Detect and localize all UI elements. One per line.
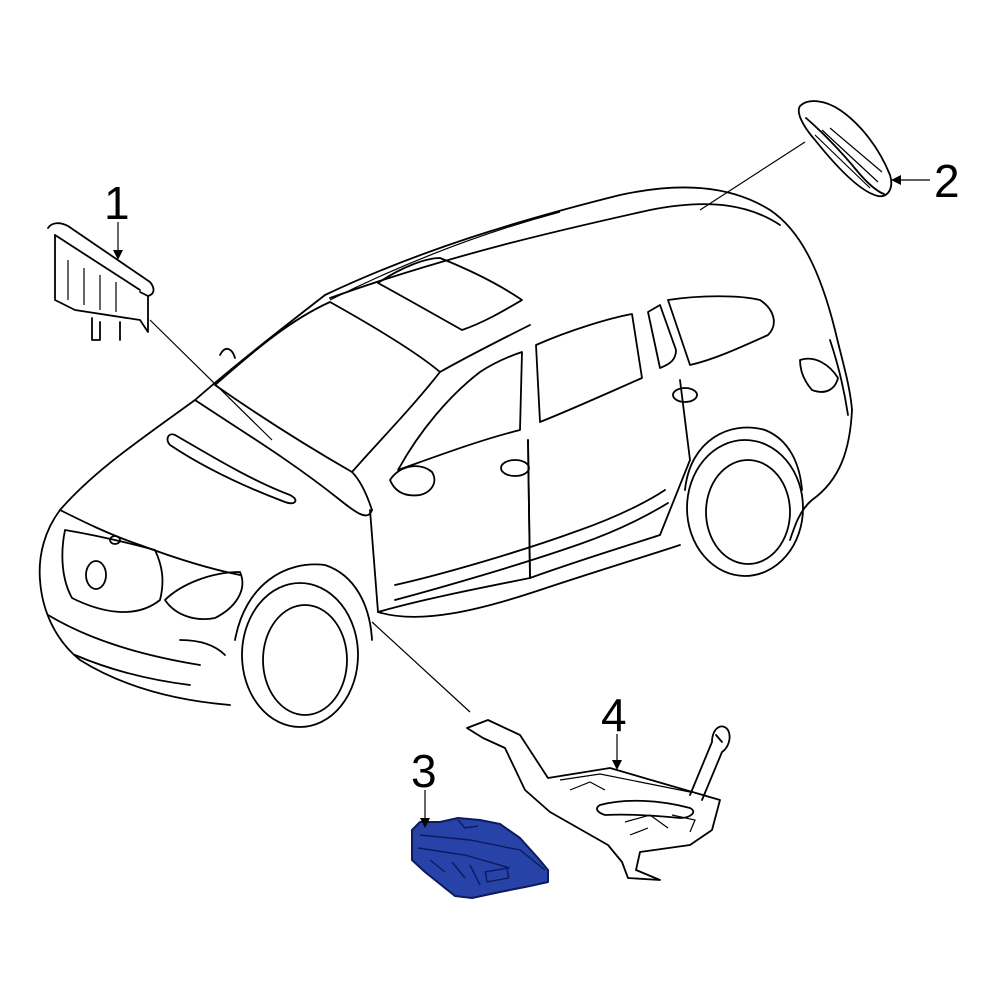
vehicle-outline	[38, 186, 853, 728]
part-1-module	[47, 222, 155, 341]
leader-line-2	[699, 141, 806, 211]
callout-number-1: 1	[104, 177, 130, 229]
part-2-module	[797, 100, 893, 198]
callout-number-2: 2	[934, 155, 960, 207]
leader-line-1	[149, 319, 273, 441]
leader-lines	[149, 141, 806, 713]
control-module-body	[411, 817, 549, 899]
part-4-bracket	[466, 719, 731, 881]
part-3-control-module	[411, 817, 549, 899]
callout-arrows	[113, 175, 930, 828]
leader-line-4	[371, 621, 471, 713]
callout-number-3: 3	[411, 745, 437, 797]
callout-number-4: 4	[601, 689, 627, 741]
